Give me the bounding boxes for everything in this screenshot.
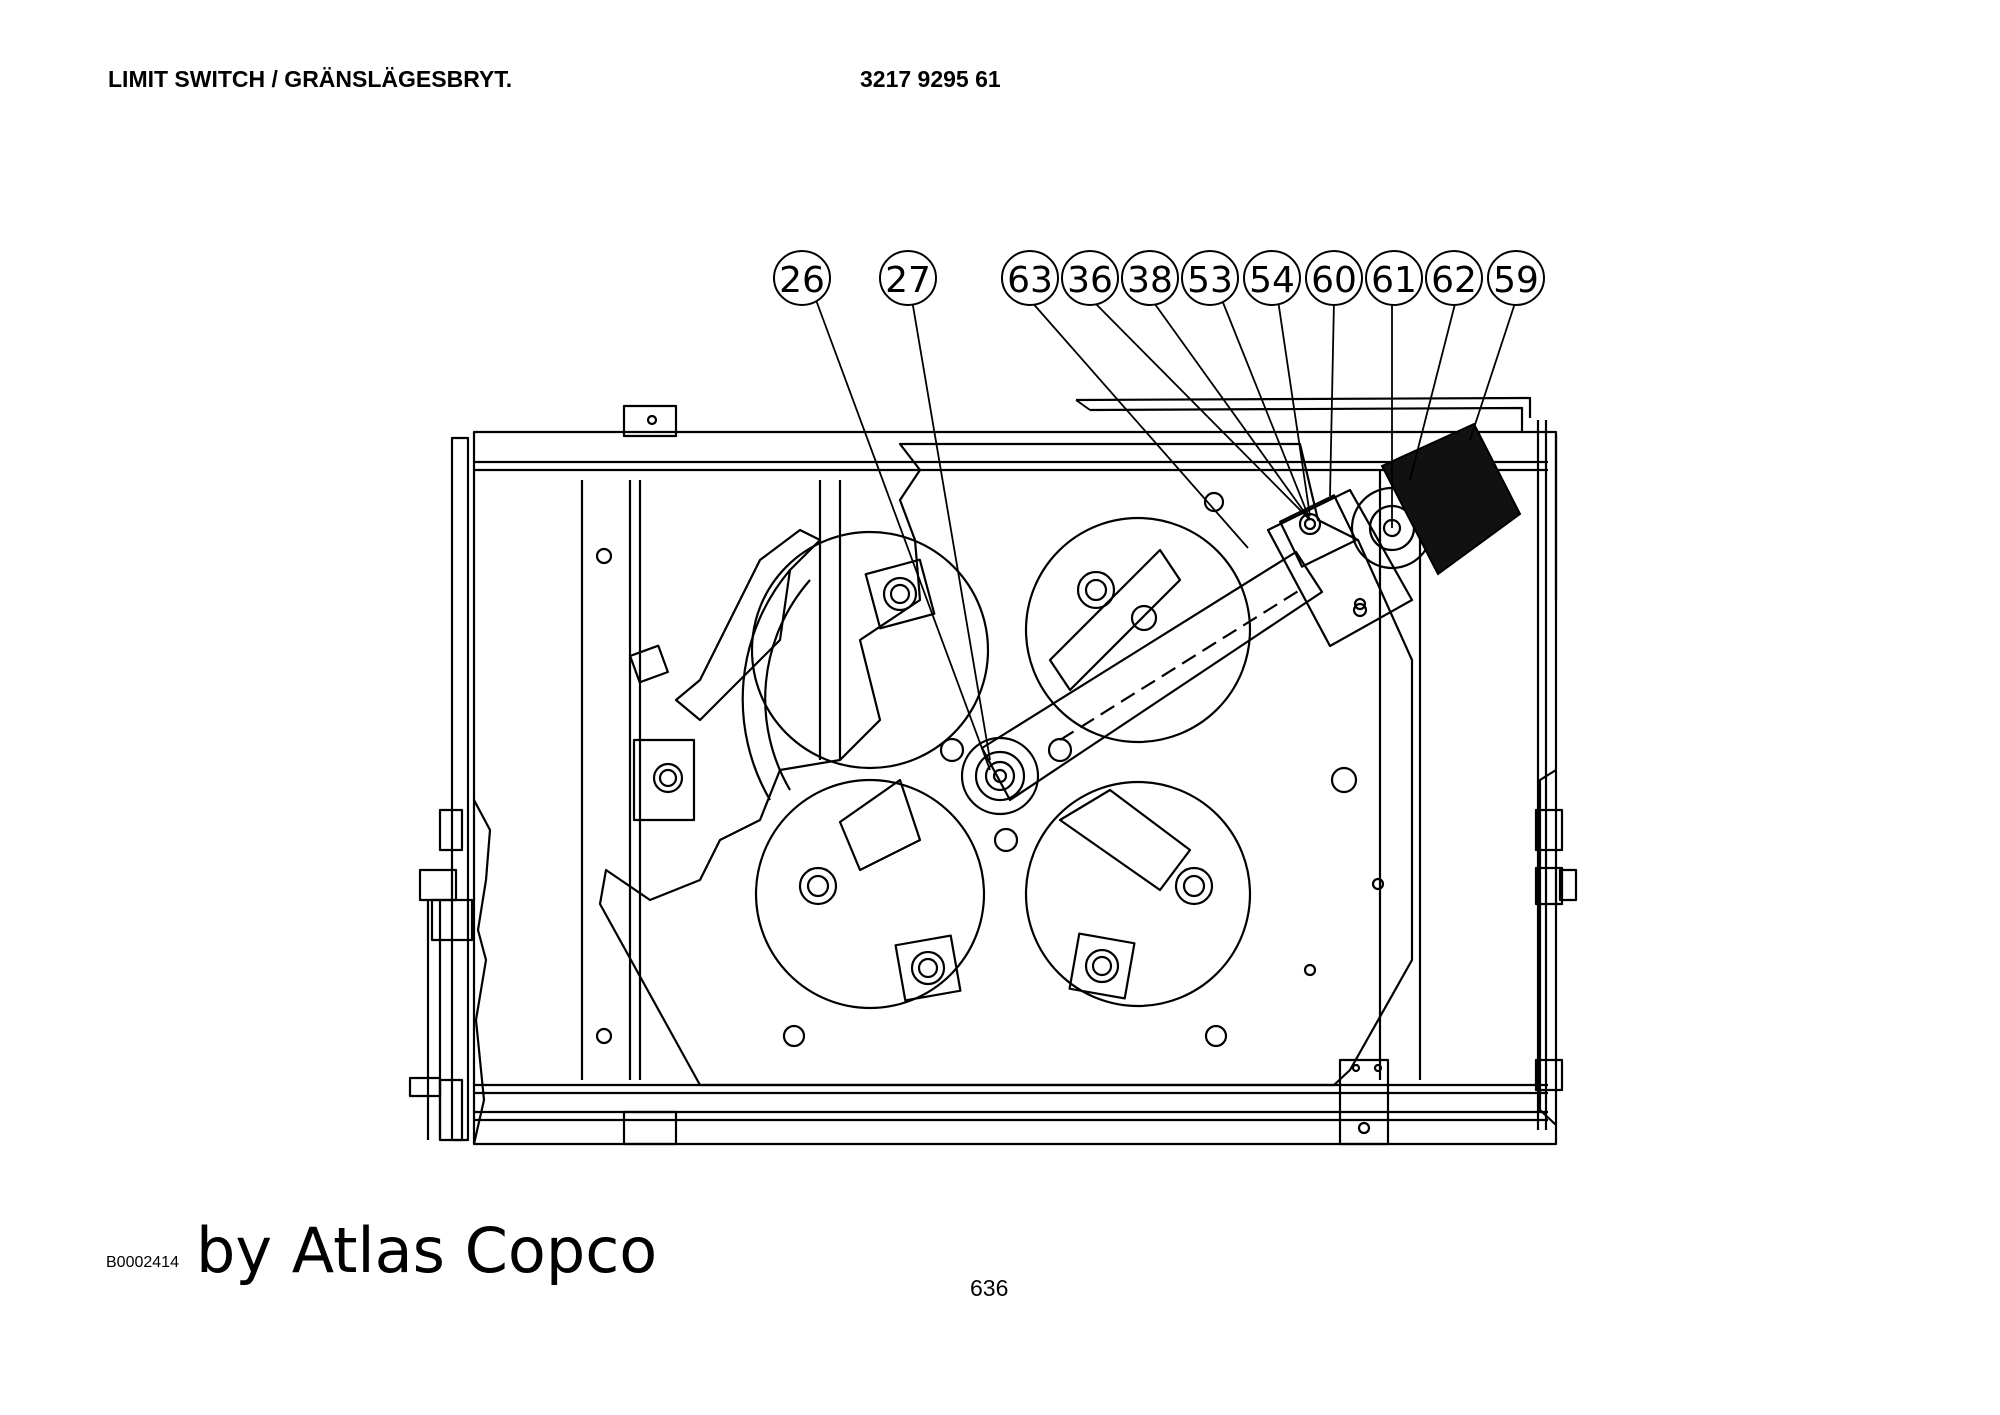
cam-disc-top-right: [1024, 516, 1252, 744]
cam-disc-left: [750, 530, 990, 770]
callout-36: [1061, 250, 1119, 306]
mount-tab-bottom: [622, 1110, 678, 1146]
limit-switch-body: [1266, 488, 1414, 648]
callout-label-60: 60: [1311, 260, 1357, 301]
page-title: LIMIT SWITCH / GRÄNSLÄGESBRYT.: [108, 66, 513, 92]
callout-label-38: 38: [1127, 260, 1173, 301]
part-number: 3217 9295 61: [860, 66, 1001, 92]
mount-tab-bottom-right: [1338, 1058, 1390, 1146]
callout-60: [1305, 250, 1363, 306]
callout-label-61: 61: [1371, 260, 1417, 301]
center-hub: [960, 736, 1040, 816]
cam-disc-bottom-right: [1024, 780, 1252, 1008]
callout-label-27: 27: [885, 260, 931, 301]
callout-38: [1121, 250, 1179, 306]
switch-arm: [980, 550, 1324, 802]
callout-54: [1243, 250, 1301, 306]
callout-label-63: 63: [1007, 260, 1053, 301]
callout-59: [1487, 250, 1545, 306]
mount-tab-top: [622, 404, 678, 438]
callout-61: [1365, 250, 1423, 306]
cam-disc-bottom-left: [754, 778, 986, 1010]
callout-label-53: 53: [1187, 260, 1233, 301]
callout-63: [1001, 250, 1059, 306]
callout-27: [879, 250, 937, 306]
callout-53: [1181, 250, 1239, 306]
callout-26: [773, 250, 831, 306]
callout-label-26: 26: [779, 260, 825, 301]
frame-outer: [472, 430, 1558, 1146]
cam-block-59: [1380, 422, 1522, 576]
callout-label-36: 36: [1067, 260, 1113, 301]
credit-text: by Atlas Copco: [196, 1214, 658, 1287]
callout-62: [1425, 250, 1483, 306]
callout-label-54: 54: [1249, 260, 1295, 301]
callout-label-62: 62: [1431, 260, 1477, 301]
callout-label-59: 59: [1493, 260, 1539, 301]
figure-id: B0002414: [106, 1254, 179, 1271]
frame-inner: [450, 436, 470, 1142]
mounting-plate: [598, 442, 1414, 1087]
page-number: 636: [970, 1275, 1009, 1301]
